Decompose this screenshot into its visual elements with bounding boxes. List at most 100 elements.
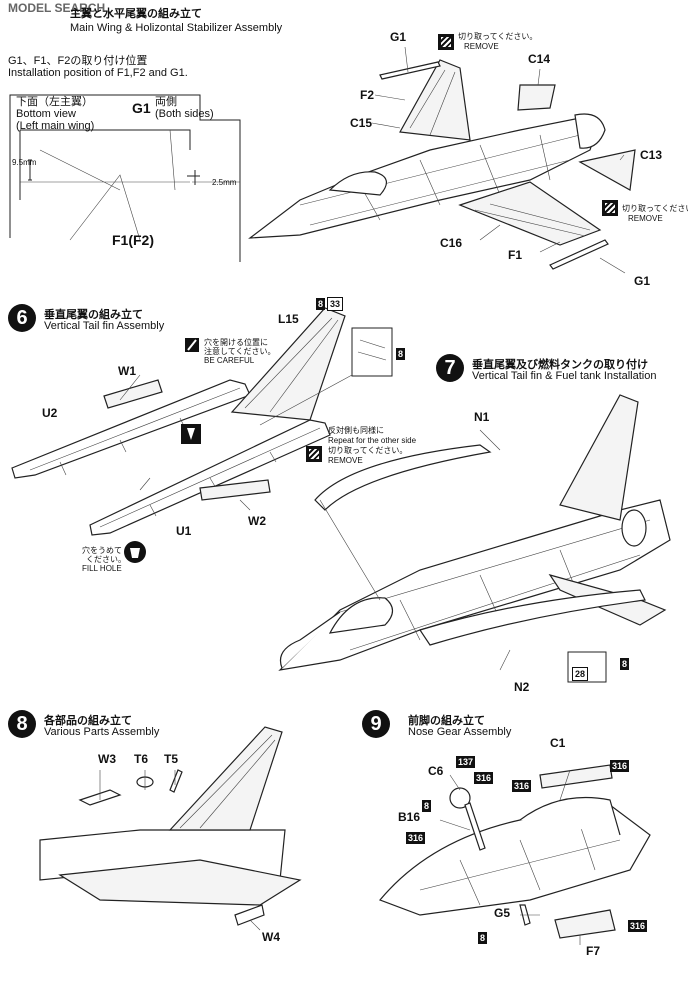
step7-title-en: Vertical Tail fin & Fuel tank Installati…: [472, 370, 657, 382]
part-count-badge: 8: [316, 298, 326, 310]
step8-title-jp: 各部品の組み立て: [44, 715, 132, 727]
both-sides-en: (Both sides): [155, 108, 214, 120]
badge-316e: 316: [628, 916, 649, 934]
inset-label-g1: G1: [132, 100, 151, 116]
step8-title-en: Various Parts Assembly: [44, 726, 160, 738]
part-label-g5: G5: [494, 906, 511, 920]
badge-137: 137: [456, 752, 477, 770]
remove-icon: [438, 34, 454, 50]
part-label-n1: N1: [474, 410, 490, 424]
part-count-badge: 316: [628, 920, 648, 932]
step8-drawing: [39, 726, 302, 931]
part-label-f2: F2: [360, 88, 375, 102]
part-count-badge: 316: [474, 772, 494, 784]
inset-bottom-view-en: Bottom view: [16, 108, 76, 120]
part-label-u2: U2: [42, 406, 58, 420]
badge-316b: 316: [512, 776, 533, 794]
step6-number: 6: [8, 304, 36, 332]
part-count-badge: 316: [512, 780, 532, 792]
fill-hole-jp2: ください。: [86, 555, 126, 564]
part-count-badge: 8: [478, 932, 488, 944]
part-label-n2: N2: [514, 680, 530, 694]
watermark: MODEL SEARCH: [8, 1, 106, 15]
part-label-g1: G1: [390, 30, 407, 44]
part-label-t6: T6: [134, 752, 149, 766]
step9-title-en: Nose Gear Assembly: [408, 726, 512, 738]
detail-badge: 8: [396, 344, 407, 362]
remove-icon: [306, 446, 322, 462]
remove-note-jp: 切り取ってください。: [328, 446, 408, 455]
dimension-2-5mm: 2.5mm: [212, 178, 237, 187]
part-label-u1: U1: [176, 524, 192, 538]
part-label-f1: F1: [508, 248, 523, 262]
part-label-w4: W4: [262, 930, 280, 944]
careful-note-jp: 穴を開ける位置に: [204, 338, 268, 347]
badge-316a: 316: [474, 768, 495, 786]
inset-left-main-wing: (Left main wing): [16, 120, 95, 132]
install-position-jp: G1、F1、F2の取り付け位置: [8, 55, 148, 67]
remove-note-en: REMOVE: [464, 42, 499, 51]
remove-note-jp: 切り取ってください。: [458, 32, 538, 41]
step5-title-en: Main Wing & Holizontal Stabilizer Assemb…: [70, 22, 283, 34]
badge-316d: 316: [406, 828, 427, 846]
step9-number: 9: [362, 710, 390, 738]
part-label-c14: C14: [528, 52, 551, 66]
careful-note-en: BE CAREFUL: [204, 356, 255, 365]
step6-drawing: [11, 307, 393, 563]
step7-drawing: [278, 394, 671, 671]
step5-title-jp: 主翼と水平尾翼の組み立て: [70, 8, 202, 20]
part-count-badge: 8: [620, 658, 630, 670]
step7-badges: 28: [572, 664, 590, 682]
step6-title-jp: 垂直尾翼の組み立て: [44, 309, 143, 321]
part-label-g1-bottom: G1: [634, 274, 651, 288]
inset-diagram: [9, 94, 241, 262]
step7-badge-8: 8: [620, 654, 631, 672]
dimension-9-5mm: 9.5mm: [12, 158, 37, 167]
step8-number: 8: [8, 710, 36, 738]
step6-title-en: Vertical Tail fin Assembly: [44, 320, 165, 332]
fill-hole-jp: 穴をうめて: [82, 546, 122, 555]
remove-icon: [602, 200, 618, 216]
part-label-f7: F7: [586, 944, 601, 958]
careful-note-jp2: 注意してください。: [204, 347, 276, 356]
part-label-c16: C16: [440, 236, 463, 250]
inset-label-f1-f2: F1(F2): [112, 232, 154, 248]
part-count-badge: 316: [610, 760, 630, 772]
badge-8a: 8: [422, 796, 433, 814]
repeat-note-jp: 反対側も同様に: [328, 426, 384, 435]
part-count-badge: 28: [572, 667, 589, 681]
part-count-badge: 316: [406, 832, 426, 844]
remove-note-jp: 切り取ってください。: [622, 204, 688, 213]
step7-number: 7: [436, 354, 464, 382]
part-label-l15: L15: [278, 312, 299, 326]
part-label-w1: W1: [118, 364, 136, 378]
part-label-t5: T5: [164, 752, 179, 766]
part-label-c1: C1: [550, 736, 566, 750]
both-sides-jp: 両側: [155, 96, 177, 108]
inset-bottom-view-jp: 下面（左主翼）: [16, 96, 93, 108]
part-label-c13: C13: [640, 148, 663, 162]
part-label-c6: C6: [428, 764, 444, 778]
part-count-badge: 33: [327, 297, 344, 311]
step9-title-jp: 前脚の組み立て: [408, 715, 485, 727]
remove-note-en: REMOVE: [628, 214, 663, 223]
install-position-en: Installation position of F1,F2 and G1.: [8, 67, 188, 79]
part-label-w2: W2: [248, 514, 266, 528]
fill-hole-en: FILL HOLE: [82, 564, 122, 573]
step7-detail-box: [567, 651, 607, 683]
step7-title-jp: 垂直尾翼及び燃料タンクの取り付け: [472, 359, 648, 371]
step9-drawing: [378, 764, 651, 945]
step5-jet-drawing: [248, 46, 636, 274]
remove-note-en: REMOVE: [328, 456, 363, 465]
part-label-w3: W3: [98, 752, 116, 766]
part-count-badge: 8: [422, 800, 432, 812]
part-label-b16: B16: [398, 810, 421, 824]
part-label-c15: C15: [350, 116, 373, 130]
badge-8b: 8: [478, 928, 489, 946]
badge-316c: 316: [610, 756, 631, 774]
part-count-badge: 8: [396, 348, 406, 360]
part-count-badge: 137: [456, 756, 476, 768]
repeat-note-en: Repeat for the other side: [328, 436, 417, 445]
